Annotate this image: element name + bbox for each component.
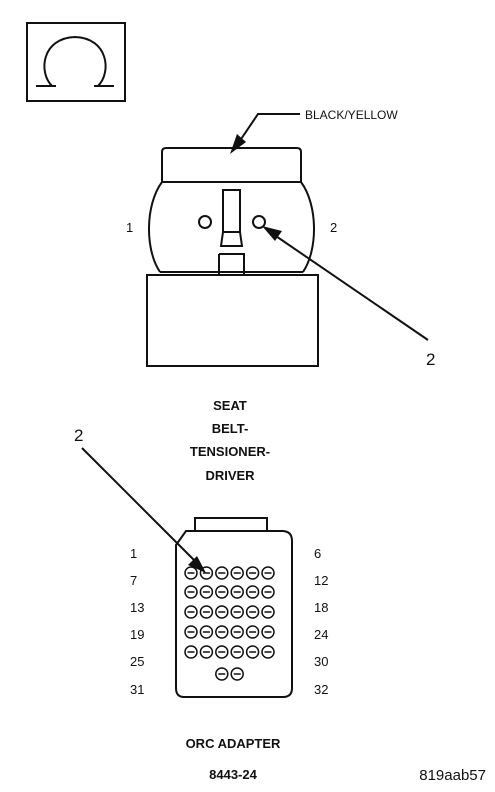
seat-title-line-1: SEAT [213,398,247,413]
orc-row-right-label: 30 [314,654,328,669]
seat-title-line-3: TENSIONER- [190,444,270,459]
orc-pin-cavity [230,645,244,659]
orc-pin-cavity [184,605,198,619]
orc-pin-cavity [199,605,214,619]
seat-callout-number: 2 [426,350,435,369]
orc-pin-cavity [261,585,275,599]
orc-adapter-connector [175,517,293,698]
orc-pin-cavity [215,625,229,639]
orc-pin-cavity [245,625,260,639]
orc-pin-cavity [199,566,214,580]
seat-pin-left-label: 1 [126,220,133,235]
orc-pin-cavity [215,667,229,681]
orc-row-left-label: 31 [130,682,144,697]
cavity-1 [198,215,212,229]
orc-pin-cavity [261,605,275,619]
orc-pin-cavity [199,625,214,639]
orc-row-right-label: 18 [314,600,328,615]
orc-adapter-title: ORC ADAPTER [186,736,281,751]
seat-title-line-2: BELT- [212,421,249,436]
orc-pin-cavity [230,605,244,619]
orc-pin-cavity [261,625,275,639]
orc-pin-cavity [215,585,229,599]
orc-row-left-label: 1 [130,546,137,561]
wire-color-label: BLACK/YELLOW [305,108,398,122]
orc-pin-cavity [215,566,229,580]
orc-pin-cavity [261,645,275,659]
orc-row-left-label: 7 [130,573,137,588]
orc-row-left-label: 25 [130,654,144,669]
orc-pin-grid [184,566,275,681]
orc-pin-cavity [230,667,244,681]
figure-id: 819aab57 [419,767,486,784]
orc-row-right-label: 24 [314,627,328,642]
orc-row-right-label: 32 [314,682,328,697]
orc-pin-cavity [184,566,198,580]
orc-pin-cavity [230,566,244,580]
orc-callout-number: 2 [74,426,83,445]
orc-pin-cavity [245,566,260,580]
orc-pin-cavity [184,585,198,599]
orc-pin-cavity [199,645,214,659]
orc-pin-cavity [184,625,198,639]
orc-pin-cavity [230,585,244,599]
orc-left-labels: 1 7 13 19 25 31 [130,546,144,697]
orc-row-right-label: 12 [314,573,328,588]
orc-pin-cavity [184,645,198,659]
ohm-symbol-icon [26,22,126,102]
orc-pin-cavity [230,625,244,639]
orc-pin-cavity [215,645,229,659]
orc-callout-arrow [81,447,206,573]
orc-pin-cavity [245,585,260,599]
orc-row-left-label: 13 [130,600,144,615]
seat-callout-arrow [262,226,429,341]
cavity-2 [252,215,266,229]
orc-pin-cavity [215,605,229,619]
seat-title-line-4: DRIVER [205,468,255,483]
orc-row-left-label: 19 [130,627,144,642]
seat-pin-right-label: 2 [330,220,337,235]
orc-pin-cavity [245,645,260,659]
orc-pin-cavity [245,605,260,619]
seat-belt-tensioner-connector [146,147,319,367]
orc-part-number: 8443-24 [209,767,257,782]
orc-pin-cavity [199,585,214,599]
orc-right-labels: 6 12 18 24 30 32 [314,546,328,697]
orc-row-right-label: 6 [314,546,321,561]
orc-pin-cavity [261,566,275,580]
